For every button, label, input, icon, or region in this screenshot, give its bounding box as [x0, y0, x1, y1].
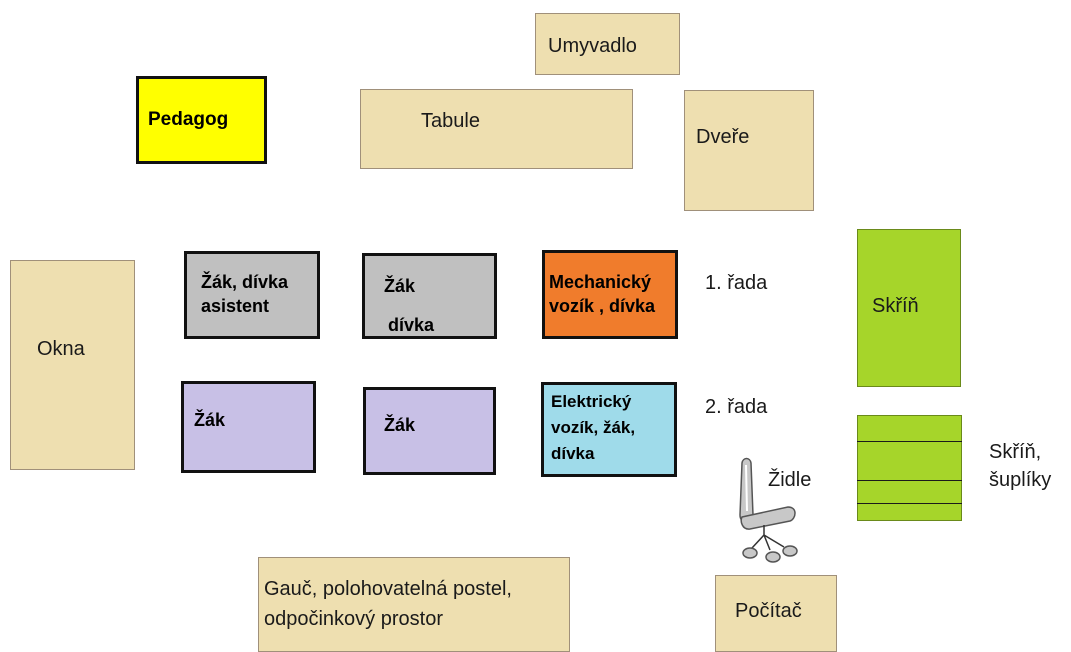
- tabule-label: Tabule: [421, 110, 480, 132]
- desk-student-asistent-label: Žák, dívka asistent: [201, 272, 289, 316]
- desk-mechanicky-vozik: [542, 250, 678, 339]
- tabule-box: [360, 89, 633, 169]
- pocitac-label: Počítač: [735, 600, 802, 622]
- row-2-label: 2. řada: [705, 396, 768, 418]
- skrin-supliky-label: Skříň, šuplíky: [989, 441, 1052, 491]
- pedagog-label: Pedagog: [148, 109, 229, 130]
- umyvadlo-box: [535, 13, 680, 75]
- desk-elektricky-vozik-label: Elektrický vozík, žák, dívka: [551, 392, 636, 463]
- zidle-label: Židle: [768, 469, 812, 491]
- dvere-box: [684, 90, 814, 211]
- desk-student-divka: [362, 253, 497, 339]
- desk-zak-1: [181, 381, 316, 473]
- desk-student-divka-label-2: dívka: [388, 315, 435, 335]
- desk-student-asistent: [184, 251, 320, 339]
- drawer-line: [857, 480, 962, 481]
- umyvadlo-label: Umyvadlo: [548, 35, 637, 57]
- row-1-label: 1. řada: [705, 272, 768, 294]
- skrin-box: [857, 229, 961, 387]
- drawer-line: [857, 503, 962, 504]
- skrin-label: Skříň: [872, 295, 919, 317]
- dvere-label: Dveře: [696, 126, 750, 148]
- pedagog-desk: [136, 76, 267, 164]
- desk-zak-1-label: Žák: [194, 410, 226, 430]
- okna-label: Okna: [37, 338, 85, 360]
- drawer-line: [857, 441, 962, 442]
- desk-zak-2: [363, 387, 496, 475]
- desk-elektricky-vozik: [541, 382, 677, 477]
- chair-icon: [739, 457, 798, 563]
- okna-box: [10, 260, 135, 470]
- desk-student-divka-label-1: Žák: [384, 276, 416, 296]
- skrin-supliky-box: [857, 415, 962, 521]
- gauc-label: Gauč, polohovatelná postel, odpočinkový …: [264, 578, 512, 630]
- desk-zak-2-label: Žák: [384, 415, 416, 435]
- pocitac-box: [715, 575, 837, 652]
- desk-mechanicky-vozik-label: Mechanický vozík , dívka: [549, 272, 656, 316]
